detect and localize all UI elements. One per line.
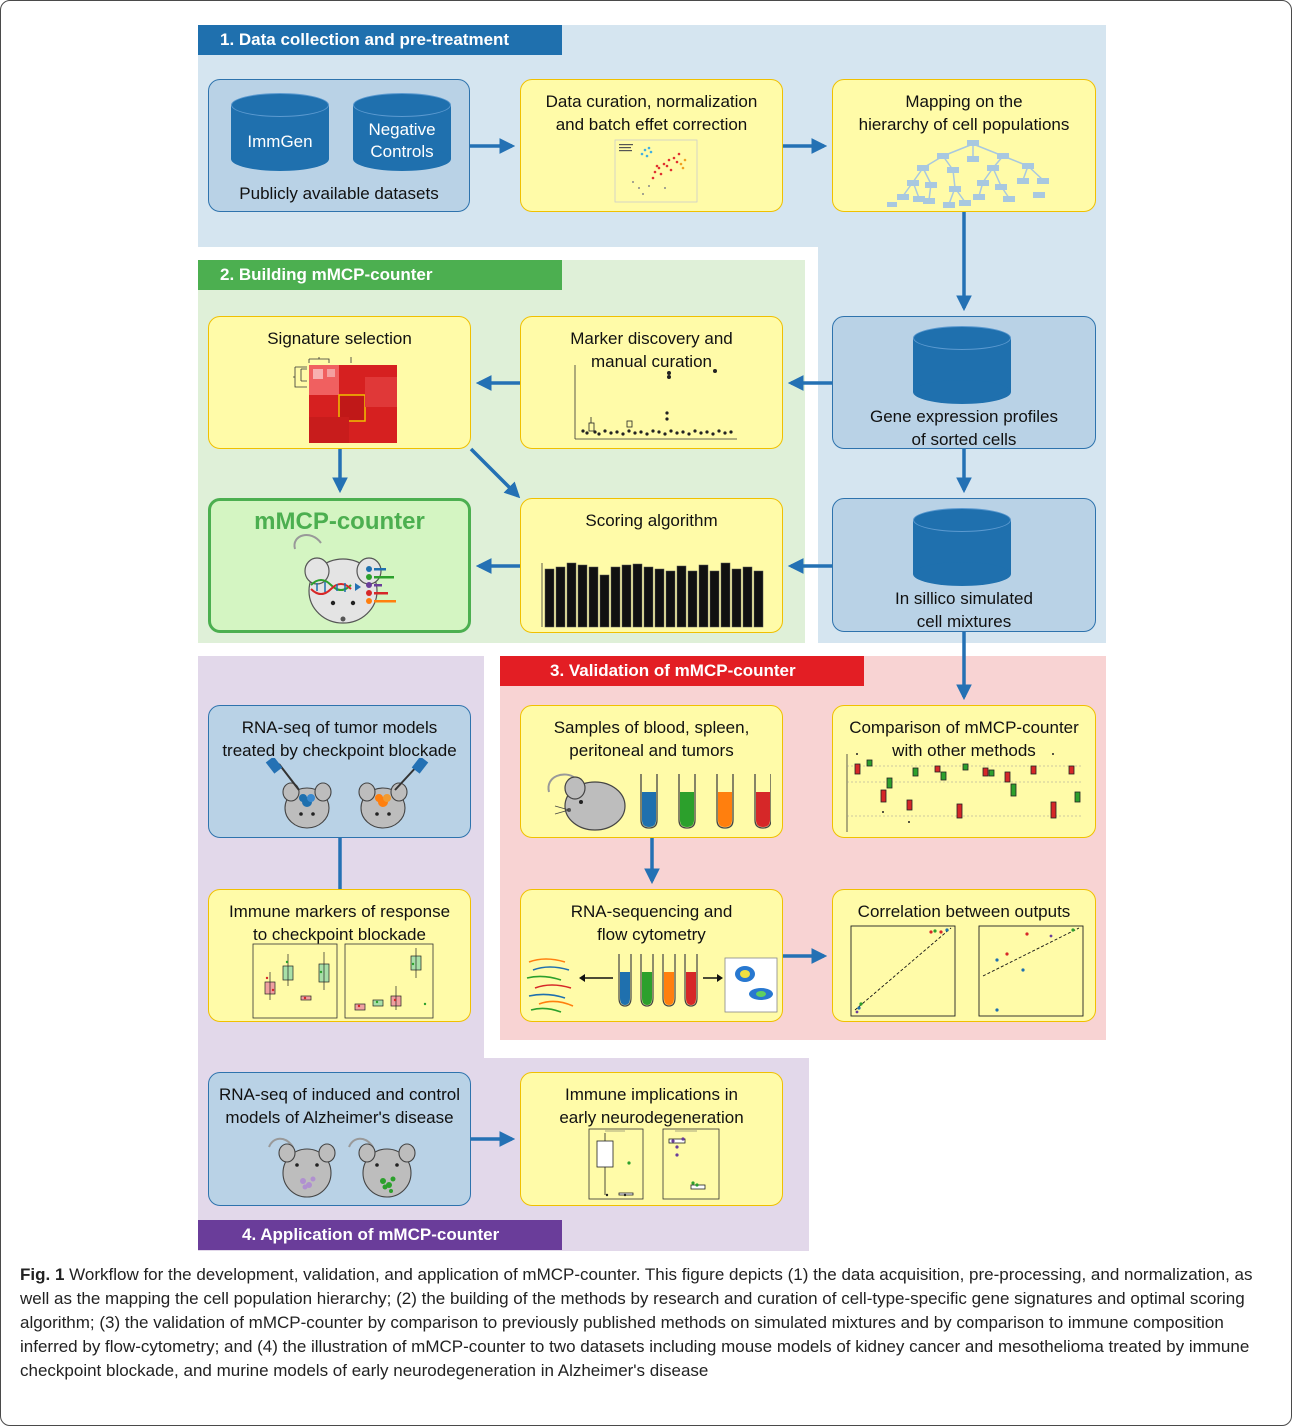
neurodegeneration-boxplots	[588, 1128, 720, 1200]
rnaseq-flow-line2: flow cytometry	[597, 925, 706, 944]
marker-discovery-line2: manual curation	[591, 352, 712, 371]
simulated-line2: cell mixtures	[916, 612, 1012, 631]
scoring-algorithm-box: Scoring algorithm	[520, 498, 783, 633]
samples-line1: Samples of blood, spleen,	[553, 718, 750, 737]
mmcp-counter-box: mMCP-counter	[208, 498, 471, 633]
mouse-dna-illustration	[293, 534, 396, 624]
mapping-line2: hierarchy of cell populations	[858, 115, 1070, 134]
comparison-boxplots	[846, 753, 1083, 832]
sequencing-and-cytometry-illustration	[526, 954, 778, 1013]
simulated-mixtures-database-icon	[913, 508, 1011, 586]
mapping-hierarchy-box: Mapping on the hierarchy of cell populati…	[832, 79, 1096, 212]
neurodegeneration-line1: Immune implications in	[565, 1085, 738, 1104]
alzheimer-line1: RNA-seq of induced and control	[219, 1085, 460, 1104]
correlation-box: Correlation between outputs	[832, 889, 1096, 1022]
section-2-title: 2. Building mMCP-counter	[198, 260, 562, 290]
immgen-database-icon: ImmGen	[231, 93, 329, 171]
controls-label: Controls	[370, 142, 434, 161]
figure-label: Fig. 1	[20, 1265, 65, 1284]
marker-boxplot	[574, 365, 737, 440]
negative-controls-database-icon: Negative Controls	[353, 93, 451, 171]
immune-markers-line1: Immune markers of response	[228, 902, 451, 921]
neurodegeneration-line2: early neurodegeneration	[559, 1108, 744, 1127]
immgen-label: ImmGen	[247, 132, 313, 151]
data-curation-box: Data curation, normalization and batch ef…	[520, 79, 783, 212]
alzheimer-models-box: RNA-seq of induced and control models of …	[208, 1072, 471, 1206]
comparison-line1: Comparison of mMCP-counter	[849, 718, 1079, 737]
marker-discovery-box: Marker discovery and manual curation	[520, 316, 783, 449]
sorted-cells-line2: of sorted cells	[911, 430, 1017, 449]
tumor-mice-injection-illustration	[265, 758, 429, 829]
sorted-cells-line1: Gene expression profiles	[869, 407, 1059, 426]
public-datasets-box: ImmGen Negative Controls Publicly availa…	[208, 79, 470, 212]
alzheimer-line2: models of Alzheimer's disease	[225, 1108, 454, 1127]
cell-hierarchy-tree	[887, 140, 1049, 208]
correlation-label: Correlation between outputs	[857, 902, 1071, 921]
signature-selection-label: Signature selection	[267, 329, 412, 348]
tumor-models-line1: RNA-seq of tumor models	[241, 718, 438, 737]
mapping-line1: Mapping on the	[905, 92, 1023, 111]
correlation-scatter-plots	[850, 925, 1084, 1017]
figure-caption-text: Workflow for the development, validation…	[20, 1265, 1253, 1380]
marker-discovery-line1: Marker discovery and	[570, 329, 733, 348]
simulated-line1: In sillico simulated	[895, 589, 1033, 608]
mmcp-counter-title: mMCP-counter	[254, 508, 425, 535]
tumor-models-line2: treated by checkpoint blockade	[222, 741, 457, 760]
public-datasets-label: Publicly available datasets	[239, 184, 439, 203]
neurodegeneration-box: Immune implications in early neurodegener…	[520, 1072, 783, 1206]
immune-markers-line2: to checkpoint blockade	[253, 925, 426, 944]
batch-correction-scatter-plot	[614, 139, 698, 203]
tumor-models-box: RNA-seq of tumor models treated by checkp…	[208, 705, 471, 838]
alzheimer-mice-illustration	[268, 1137, 416, 1198]
signature-selection-box: Signature selection	[208, 316, 471, 449]
comparison-line2: with other methods	[892, 741, 1036, 760]
rnaseq-flow-box: RNA-sequencing and flow cytometry	[520, 889, 783, 1022]
immune-markers-boxplots	[252, 943, 434, 1019]
samples-mouse-and-tubes	[547, 773, 771, 831]
immune-markers-box: Immune markers of response to checkpoint …	[208, 889, 471, 1022]
figure-caption: Fig. 1 Workflow for the development, val…	[20, 1263, 1272, 1383]
data-curation-line1: Data curation, normalization	[545, 92, 758, 111]
samples-line2: peritoneal and tumors	[569, 741, 734, 760]
signature-heatmap	[293, 357, 397, 443]
section-4-title: 4. Application of mMCP-counter	[198, 1220, 562, 1250]
arrow-signature-to-scoring	[469, 447, 521, 499]
data-curation-line2: and batch effet correction	[555, 115, 748, 134]
sorted-cells-box: Gene expression profiles of sorted cells	[832, 316, 1096, 449]
negative-label: Negative	[368, 120, 436, 139]
sorted-cells-database-icon	[913, 326, 1011, 404]
scoring-bar-chart	[541, 562, 764, 628]
section-3-title: 3. Validation of mMCP-counter	[500, 656, 864, 686]
rnaseq-flow-line1: RNA-sequencing and	[570, 902, 733, 921]
simulated-mixtures-box: In sillico simulated cell mixtures	[832, 498, 1096, 632]
scoring-algorithm-label: Scoring algorithm	[585, 511, 718, 530]
comparison-methods-box: Comparison of mMCP-counter with other met…	[832, 705, 1096, 838]
section-1-title: 1. Data collection and pre-treatment	[198, 25, 562, 55]
samples-box: Samples of blood, spleen, peritoneal and …	[520, 705, 783, 838]
